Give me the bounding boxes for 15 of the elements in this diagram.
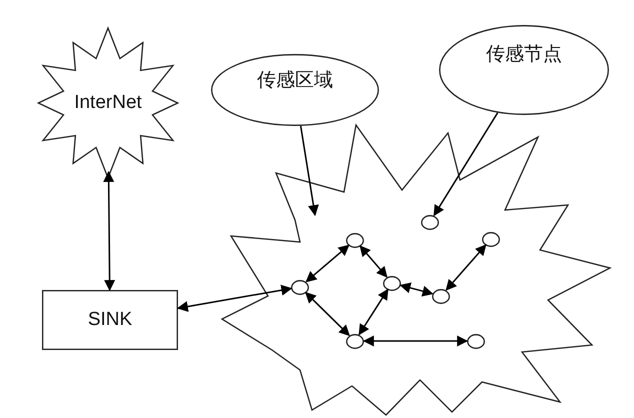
arrow — [300, 126, 319, 216]
double-arrow — [305, 244, 350, 282]
node-label: 传感节点 — [486, 43, 562, 67]
double-arrow — [400, 282, 434, 296]
double-arrow — [359, 245, 388, 278]
double-arrow — [305, 292, 350, 336]
arrow — [433, 112, 498, 216]
double-arrow — [446, 244, 486, 291]
double-arrow — [362, 336, 468, 346]
node-label: InterNet — [74, 92, 142, 114]
node-label: 传感区域 — [257, 69, 333, 93]
node-label: SINK — [88, 309, 132, 331]
double-arrow — [103, 170, 116, 292]
double-arrow — [176, 284, 292, 312]
double-arrow — [358, 288, 388, 336]
